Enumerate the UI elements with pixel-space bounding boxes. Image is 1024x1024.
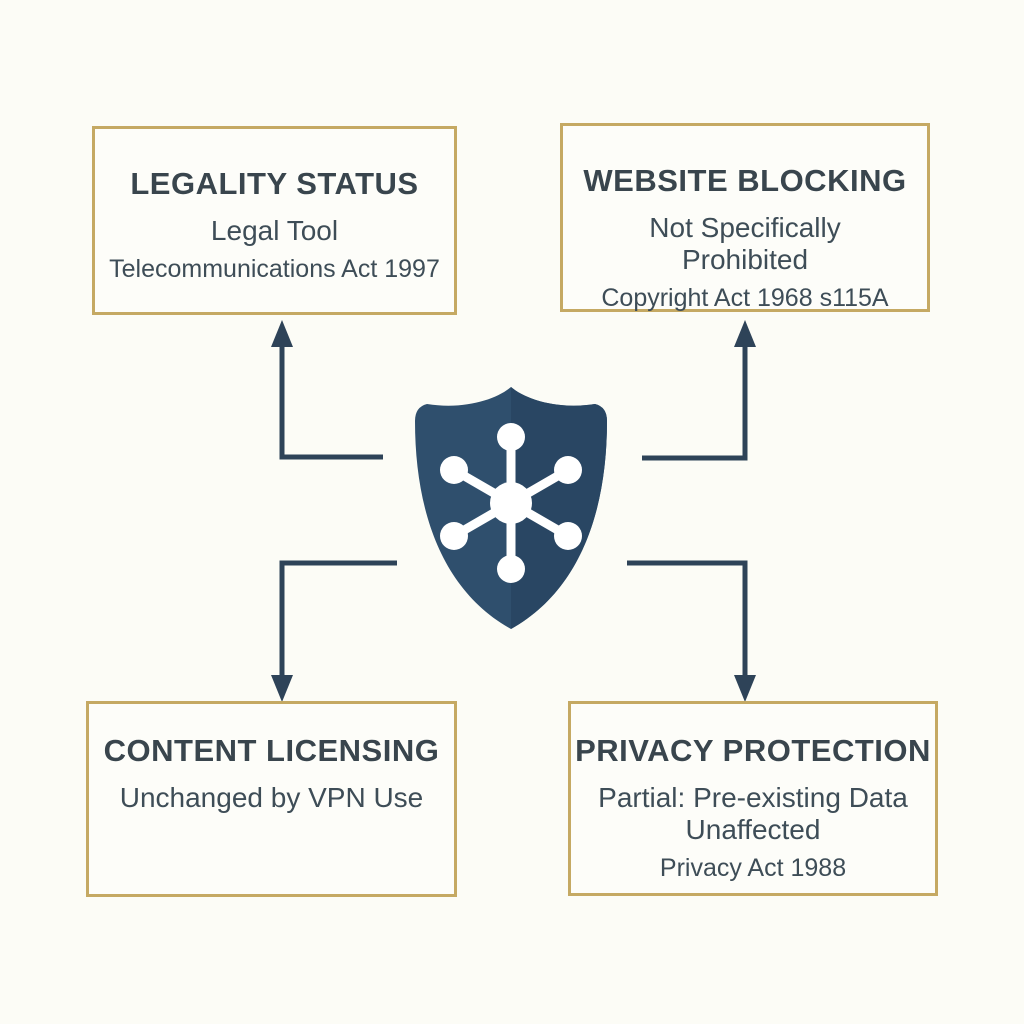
connector-arrow-bottom-right: [627, 560, 748, 678]
card-reference: Privacy Act 1988: [659, 854, 847, 883]
card-reference: Copyright Act 1968 s115A: [601, 284, 889, 313]
card-subtitle: Legal Tool: [210, 215, 339, 247]
arrowhead-down-right-icon: [734, 675, 756, 702]
card-content-licensing: CONTENT LICENSING Unchanged by VPN Use: [86, 701, 457, 897]
card-heading: WEBSITE BLOCKING: [583, 163, 907, 198]
card-subtitle: Partial: Pre-existing Data Unaffected: [598, 782, 908, 846]
shield-body-shade: [511, 387, 607, 629]
card-website-blocking: WEBSITE BLOCKING Not Specifically Prohib…: [560, 123, 930, 312]
card-heading: CONTENT LICENSING: [103, 733, 440, 768]
card-subtitle: Unchanged by VPN Use: [119, 782, 424, 814]
network-hub-icon: [440, 423, 582, 583]
card-heading: PRIVACY PROTECTION: [575, 733, 931, 768]
shield-icon: [415, 387, 607, 629]
connector-arrow-top-left: [279, 344, 383, 460]
connector-arrow-top-right: [642, 344, 748, 461]
card-heading: LEGALITY STATUS: [130, 166, 419, 201]
arrowhead-up-left-icon: [271, 320, 293, 347]
arrowhead-down-left-icon: [271, 675, 293, 702]
card-reference: Telecommunications Act 1997: [109, 255, 440, 284]
connector-arrow-bottom-left: [279, 560, 397, 678]
card-legality-status: LEGALITY STATUS Legal Tool Telecommunica…: [92, 126, 457, 315]
arrowhead-up-right-icon: [734, 320, 756, 347]
card-privacy-protection: PRIVACY PROTECTION Partial: Pre-existing…: [568, 701, 938, 896]
card-subtitle: Not Specifically Prohibited: [649, 212, 841, 276]
shield-network-icon: [405, 383, 617, 633]
